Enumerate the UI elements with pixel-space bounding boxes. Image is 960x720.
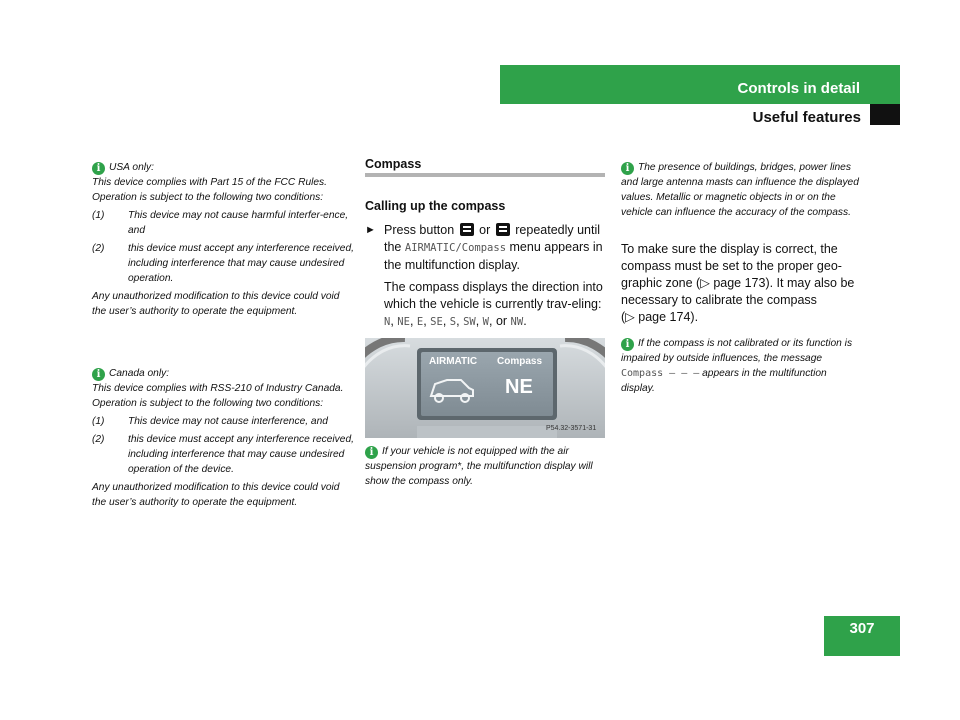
usa-note-title: USA only: <box>109 162 154 173</box>
display-direction: NE <box>505 376 533 398</box>
body-text: ). It may also be necessary to calibrate… <box>621 276 855 324</box>
page-number: 307 <box>849 620 875 637</box>
step-text-a: Press button <box>384 223 455 237</box>
list-item: (1) This device may not cause interferenc… <box>92 414 354 429</box>
note-text: appears in the multifunction display. <box>621 368 827 394</box>
direction-label: NW <box>510 316 524 328</box>
canada-note-footer: Any unauthorized modification to this de… <box>92 482 340 508</box>
body-text: ). <box>690 310 699 324</box>
list-text: this device must accept any interference… <box>128 434 354 475</box>
usa-note-footer: Any unauthorized modification to this de… <box>92 291 340 317</box>
list-number: (1) <box>92 210 105 221</box>
canada-note-title: Canada only: <box>109 368 170 379</box>
direction-label: S <box>449 316 457 328</box>
page-number-box <box>824 616 900 656</box>
subsection-heading: Calling up the compass <box>365 199 506 213</box>
heading-rule <box>365 173 605 177</box>
direction-label: W <box>482 316 489 328</box>
step-text: Press button or repeatedly until the AIR… <box>384 222 606 274</box>
note-text: If the compass is not calibrated or its … <box>621 338 853 364</box>
multifunction-display-photo <box>365 338 605 438</box>
list-item: (1) This device may not cause harmful int… <box>92 208 354 238</box>
vehicle-icon <box>429 379 474 403</box>
info-icon: i <box>92 162 105 175</box>
page-reference[interactable]: page 174 <box>638 310 691 324</box>
header-marker <box>870 104 900 125</box>
display-label-airmatic: AIRMATIC <box>429 356 478 367</box>
body-text: To make sure the display is correct, the… <box>621 242 842 290</box>
list-number: (2) <box>92 434 105 445</box>
list-item: (2) this device must accept any interfere… <box>92 432 354 477</box>
page-reference[interactable]: page 173 <box>713 276 766 290</box>
photo-code: P54.32-3571-31 <box>546 425 597 432</box>
list-number: (1) <box>92 416 105 427</box>
section-heading: Compass <box>365 157 422 171</box>
calibration-text: To make sure the display is correct, the… <box>621 241 861 326</box>
display-label-compass: Compass <box>497 356 543 367</box>
chapter-title: Controls in detail <box>737 80 860 97</box>
note-text: The presence of buildings, bridges, powe… <box>621 162 859 218</box>
canada-note-text: This device complies with RSS-210 of Ind… <box>92 383 344 409</box>
menu-name: AIRMATIC/Compass <box>404 242 507 254</box>
info-icon: i <box>365 446 378 459</box>
step-arrow-icon: ► <box>365 224 376 236</box>
step-text-b: repeatedly until the <box>384 223 601 254</box>
direction-label: SE <box>430 316 443 328</box>
direction-label: N <box>384 316 391 328</box>
direction-label: E <box>416 316 424 328</box>
usa-note: i USA only: This device complies with Part… <box>92 160 354 322</box>
list-text: this device must accept any interference… <box>128 243 354 284</box>
list-text: This device may not cause harmful interf… <box>128 210 349 236</box>
note-text: If your vehicle is not equipped with the… <box>365 446 593 487</box>
menu-button-icon <box>459 223 474 236</box>
description-text: The compass displays the direction into … <box>384 280 603 311</box>
info-icon: i <box>92 368 105 381</box>
header-band <box>500 65 900 104</box>
direction-label: SW <box>463 316 476 328</box>
page-ref-arrow-icon: ▷ <box>700 276 714 290</box>
step-text-c: menu appears in the multifunction displa… <box>384 240 603 272</box>
section-title: Useful features <box>752 109 861 126</box>
page-ref-arrow-icon: ▷ <box>625 310 639 324</box>
list-text: This device may not cause interference, … <box>128 416 328 427</box>
message-text: Compass – – – <box>621 368 700 379</box>
direction-label: NE <box>397 316 410 328</box>
canada-note: i Canada only: This device complies with R… <box>92 366 354 513</box>
list-number: (2) <box>92 243 105 254</box>
usa-note-text: This device complies with Part 15 of the… <box>92 177 327 203</box>
info-icon: i <box>621 162 634 175</box>
step-text-or: or <box>479 223 491 237</box>
list-item: (2) this device must accept any interfere… <box>92 241 354 286</box>
menu-button-icon <box>495 223 510 236</box>
info-icon: i <box>621 338 634 351</box>
compass-description: The compass displays the direction into … <box>384 280 603 328</box>
